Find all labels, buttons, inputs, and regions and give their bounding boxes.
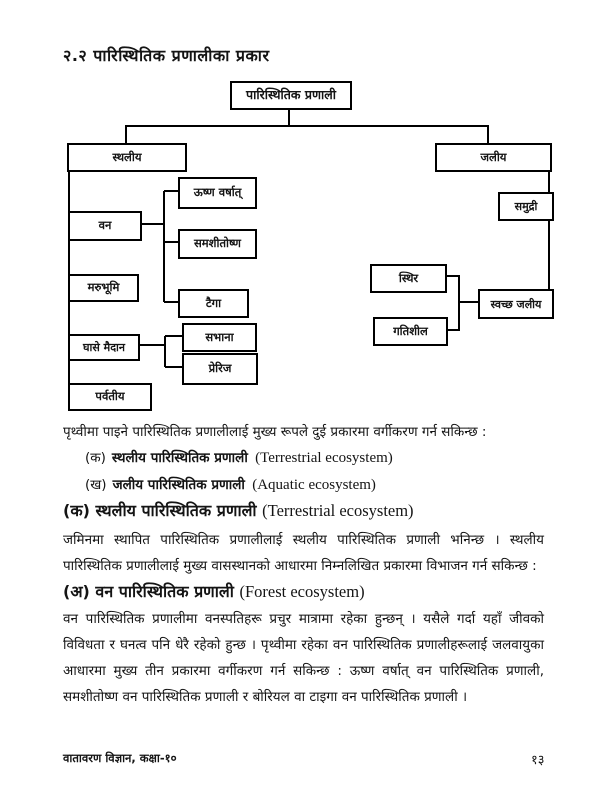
node-savanna: सभाना [182,323,257,352]
list-label-english: (Aquatic ecosystem) [252,477,376,493]
node-grassland: घासे मैदान [68,334,140,361]
list-marker: (ख) [85,477,107,493]
node-terrestrial: स्थलीय [67,143,187,172]
node-still-water: स्थिर [370,264,447,293]
node-aquatic: जलीय [435,143,552,172]
terrestrial-paragraph: जमिनमा स्थापित पारिस्थितिक प्रणालीलाई स्… [63,532,544,574]
node-ecosystem-root: पारिस्थितिक प्रणाली [230,81,352,110]
footer-book-title: वातावरण विज्ञान, कक्षा-१० [63,751,177,765]
list-marker: (क) [85,450,106,466]
node-mountain: पर्वतीय [68,383,152,411]
list-item-aquatic: (ख) जलीय पारिस्थितिक प्रणाली (Aquatic eco… [85,475,376,494]
list-label: जलीय पारिस्थितिक प्रणाली [112,477,245,493]
section-heading-forest: (अ) वन पारिस्थितिक प्रणाली (Forest ecosy… [63,580,365,602]
node-marine: समुद्री [498,192,554,221]
node-taiga: टैगा [178,289,249,318]
node-freshwater: स्वच्छ जलीय [478,289,554,319]
section-heading-nepali: (अ) वन पारिस्थितिक प्रणाली [63,582,234,601]
section-heading-english: (Forest ecosystem) [239,582,365,601]
node-temperate: समशीतोष्ण [178,229,257,259]
section-heading-nepali: (क) स्थलीय पारिस्थितिक प्रणाली [63,501,257,520]
footer-page-number: १३ [531,753,545,768]
node-forest: वन [68,211,142,241]
node-tropical-rainforest: ऊष्ण वर्षात् [178,177,257,209]
section-heading-english: (Terrestrial ecosystem) [262,501,414,520]
node-moving-water: गतिशील [373,317,448,346]
node-prairie: प्रेरिज [182,353,258,385]
list-label-english: (Terrestrial ecosystem) [255,450,393,466]
intro-paragraph: पृथ्वीमा पाइने पारिस्थितिक प्रणालीलाई मु… [63,424,487,440]
section-heading-terrestrial: (क) स्थलीय पारिस्थितिक प्रणाली (Terrestr… [63,499,414,521]
node-desert: मरुभूमि [68,274,139,302]
page-title: २.२ पारिस्थितिक प्रणालीका प्रकार [63,46,270,65]
forest-paragraph: वन पारिस्थितिक प्रणालीमा वनस्पतिहरू प्रच… [63,611,544,705]
list-label: स्थलीय पारिस्थितिक प्रणाली [111,450,248,466]
list-item-terrestrial: (क) स्थलीय पारिस्थितिक प्रणाली (Terrestri… [85,448,393,467]
